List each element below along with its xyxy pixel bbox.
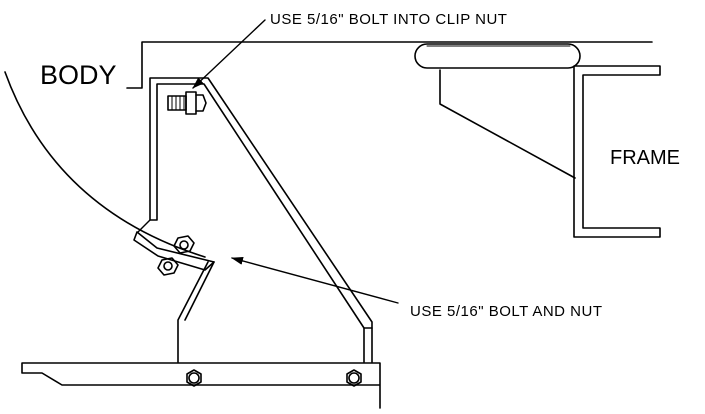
sill-bolt-left (186, 369, 202, 387)
sill-bolt-right (346, 369, 362, 387)
body-panel-outline (126, 41, 653, 89)
frame-gusset (439, 69, 576, 179)
clip-nut-bolt (167, 91, 207, 115)
floor-sill (21, 362, 381, 409)
body-curve (4, 71, 206, 258)
frame-label: FRAME (610, 147, 680, 169)
lower-bracket-plate (133, 231, 215, 271)
insulator-pad (414, 43, 581, 69)
body-bracket (149, 77, 373, 329)
lower-bolt-and-nut (157, 235, 195, 276)
body-label: BODY (40, 60, 117, 90)
bolt-nut-callout: USE 5/16" BOLT AND NUT (410, 303, 603, 320)
bolt-nut-leader (231, 257, 399, 304)
clip-nut-callout: USE 5/16" BOLT INTO CLIP NUT (270, 11, 507, 28)
clip-nut-leader (192, 19, 266, 89)
frame-channel (573, 65, 661, 238)
pedestal-bracket (177, 261, 373, 363)
